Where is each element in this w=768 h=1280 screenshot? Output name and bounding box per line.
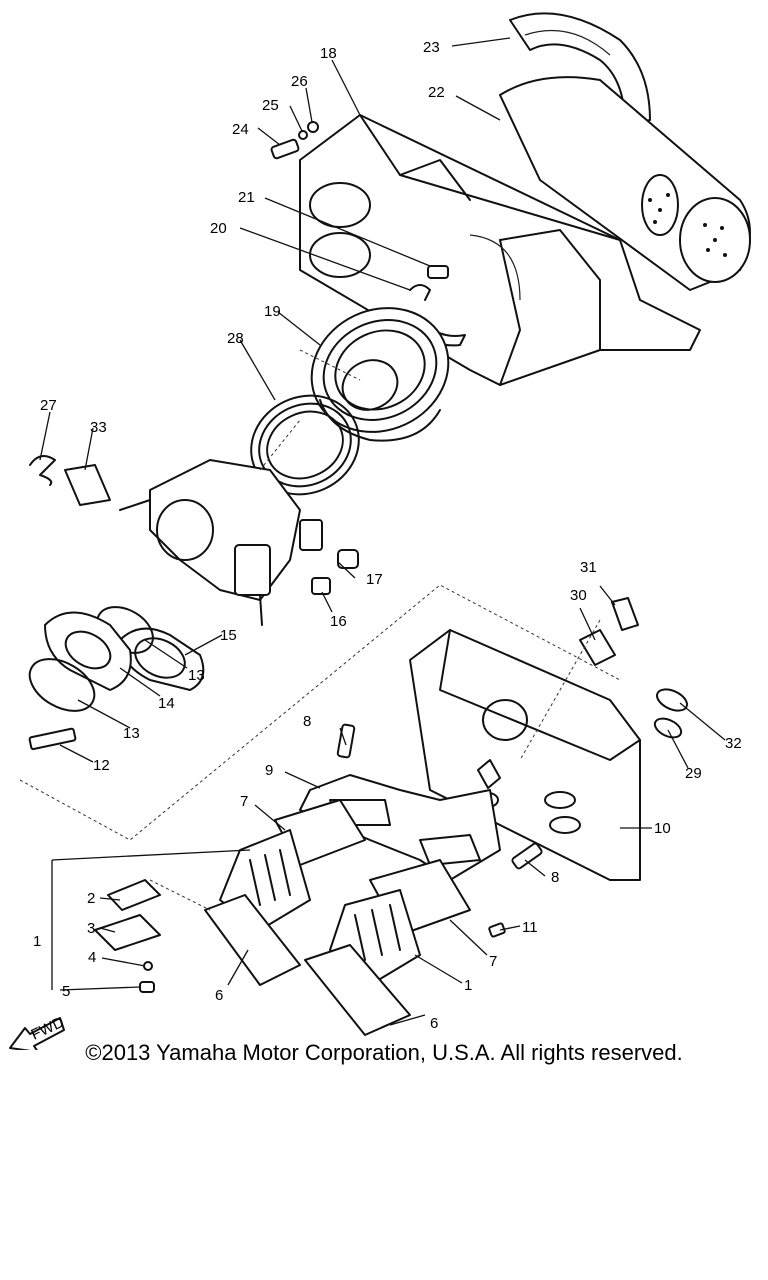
reed-stopper-3 (94, 914, 161, 951)
bolt-21 (427, 265, 449, 279)
flange-14 (44, 611, 132, 691)
callout-8-lower: 8 (551, 869, 559, 886)
leader-lines (39, 37, 726, 1026)
intake-ring-19 (310, 307, 450, 442)
callout-7-upper: 7 (240, 793, 248, 810)
exploded-parts-diagram: FWD (9, 12, 751, 1050)
callout-10: 10 (654, 820, 671, 837)
callout-labels: 23 22 18 26 25 24 21 20 19 28 27 33 17 1… (33, 39, 742, 1032)
callout-14: 14 (158, 695, 175, 712)
gasket-29 (653, 717, 683, 739)
callout-27: 27 (40, 397, 57, 414)
nut-16 (311, 577, 331, 595)
callout-13-upper: 13 (188, 667, 205, 684)
stud-12 (28, 727, 77, 751)
bolt-11 (488, 922, 506, 938)
silencer-cylinder (499, 76, 751, 291)
intake-tube (509, 12, 651, 126)
callout-31: 31 (580, 559, 597, 576)
callout-18: 18 (320, 45, 337, 62)
callout-28: 28 (227, 330, 244, 347)
callout-20: 20 (210, 220, 227, 237)
spring-27 (29, 455, 56, 486)
reed-petal-2 (107, 879, 161, 911)
gasket-ring-28 (250, 394, 360, 496)
gasket-32 (656, 688, 688, 712)
callout-1-right: 1 (464, 977, 472, 994)
callout-17: 17 (366, 571, 383, 588)
callout-29: 29 (685, 765, 702, 782)
callout-26: 26 (291, 73, 308, 90)
callout-15: 15 (220, 627, 237, 644)
callout-3: 3 (87, 920, 95, 937)
screw-4 (143, 961, 153, 971)
callout-19: 19 (264, 303, 281, 320)
tag-33 (64, 464, 111, 506)
callout-24: 24 (232, 121, 249, 138)
callout-25: 25 (262, 97, 279, 114)
callout-13-lower: 13 (123, 725, 140, 742)
callout-23: 23 (423, 39, 440, 56)
callout-32: 32 (725, 735, 742, 752)
callout-4: 4 (88, 949, 96, 966)
gasket-30 (579, 629, 616, 666)
callout-5: 5 (62, 983, 70, 1000)
callout-8-upper: 8 (303, 713, 311, 730)
callout-16: 16 (330, 613, 347, 630)
callout-11: 11 (522, 919, 538, 936)
bolt-8-lower (511, 842, 543, 870)
plate-31 (611, 597, 639, 631)
o-ring-13-lower (28, 658, 96, 712)
callout-2: 2 (87, 890, 95, 907)
callout-6-lower: 6 (430, 1015, 438, 1032)
carburetor (119, 459, 323, 626)
callout-12: 12 (93, 757, 110, 774)
callout-33: 33 (90, 419, 107, 436)
callout-1-left: 1 (33, 933, 41, 950)
screw-5 (139, 981, 155, 993)
gasket-6-lower (304, 944, 411, 1036)
alignment-lines (19, 349, 621, 911)
bolt-24 (270, 138, 300, 160)
copyright-notice: ©2013 Yamaha Motor Corporation, U.S.A. A… (85, 1040, 683, 1065)
callout-22: 22 (428, 84, 445, 101)
callout-30: 30 (570, 587, 587, 604)
callout-6-upper: 6 (215, 987, 223, 1004)
callout-9: 9 (265, 762, 273, 779)
callout-7-lower: 7 (489, 953, 497, 970)
nut-17 (337, 549, 359, 569)
callout-21: 21 (238, 189, 255, 206)
